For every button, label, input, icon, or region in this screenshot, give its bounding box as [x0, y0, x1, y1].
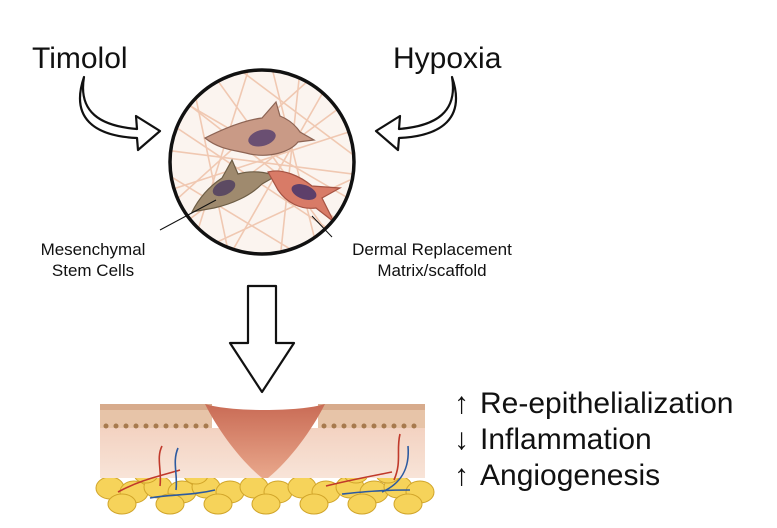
outcome-item: ↓ Inflammation	[454, 422, 733, 458]
outcome-text: Inflammation	[480, 423, 652, 456]
down-arrow-icon	[228, 284, 296, 394]
timolol-arrow-icon	[78, 75, 162, 152]
stem-cell-top	[203, 100, 316, 156]
arrow-up-icon: ↑	[454, 459, 469, 492]
matrix-label: Dermal Replacement Matrix/scaffold	[320, 239, 544, 281]
arrow-up-icon: ↑	[454, 387, 469, 420]
mesenchymal-line-1: Mesenchymal	[40, 240, 146, 259]
timolol-label: Timolol	[32, 42, 128, 75]
outcomes-list: ↑ Re-epithelialization ↓ Inflammation ↑ Ang…	[454, 386, 733, 494]
scaffold-matrix-circle	[168, 68, 356, 256]
mesenchymal-line-2: Stem Cells	[51, 261, 135, 280]
hypoxia-label: Hypoxia	[393, 42, 502, 75]
outcome-item: ↑ Angiogenesis	[454, 458, 733, 494]
arrow-down-icon: ↓	[454, 423, 469, 456]
hypoxia-arrow-icon	[374, 75, 458, 152]
outcome-text: Re-epithelialization	[480, 387, 734, 420]
wound-skin-section	[95, 404, 435, 515]
matrix-line-1: Dermal Replacement	[352, 240, 512, 259]
matrix-line-2: Matrix/scaffold	[377, 261, 487, 280]
outcome-text: Angiogenesis	[480, 459, 661, 492]
mesenchymal-label: Mesenchymal Stem Cells	[26, 239, 160, 281]
wound-bed	[205, 404, 325, 478]
outcome-item: ↑ Re-epithelialization	[454, 386, 733, 422]
